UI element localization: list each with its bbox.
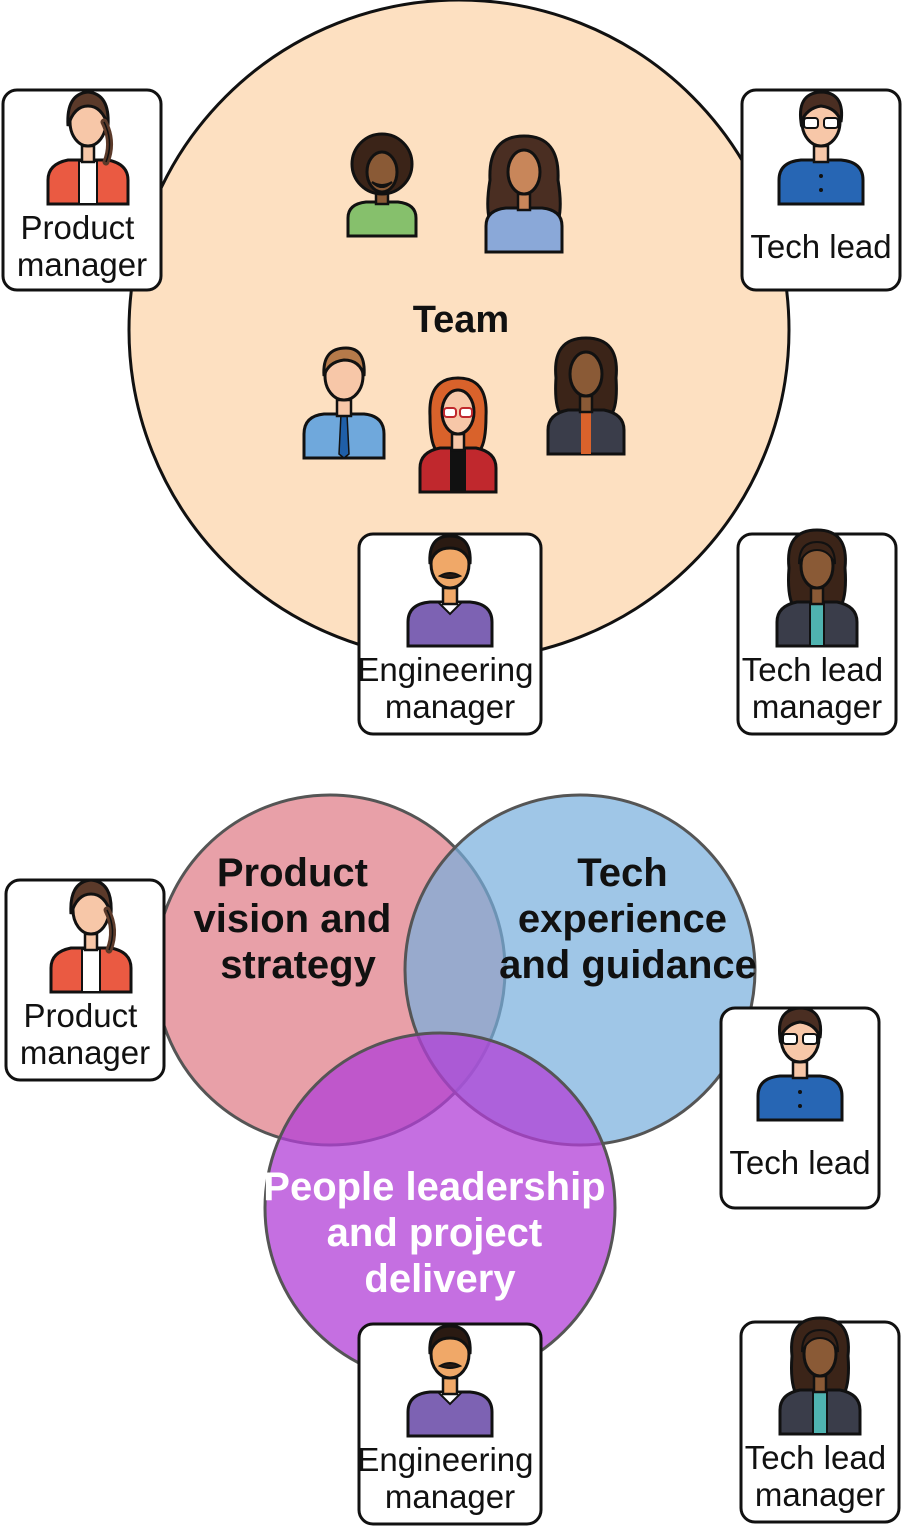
venn-label-product-line: strategy <box>220 943 376 987</box>
venn-label-people-line: People leadership <box>263 1165 605 1209</box>
svg-text:Product manager: Product manager <box>20 997 150 1071</box>
team-member-dark-hair-icon <box>546 336 626 456</box>
card-label-line: manager <box>385 688 515 725</box>
venn-diagram: Product vision and strategy Tech experie… <box>153 793 757 1385</box>
card-tech-lead-manager-bottom: Tech lead manager <box>739 1316 901 1524</box>
card-engineering-manager-top: Engineering manager <box>357 532 543 736</box>
card-tech-lead-bottom: Tech lead <box>719 1006 881 1210</box>
card-label-line: Product <box>24 997 138 1034</box>
venn-label-product-line: Product <box>217 851 368 895</box>
card-label-line: Engineering <box>357 651 533 688</box>
team-member-red-hair-icon <box>418 376 498 494</box>
svg-text:Tech lead manager: Tech lead manager <box>742 651 892 725</box>
card-label-line: manager <box>385 1478 515 1515</box>
woman-curly-hair-avatar-icon <box>778 1316 862 1436</box>
svg-text:Tech experience an: Tech experience and guidance <box>499 851 757 987</box>
card-label-line: Product <box>21 209 135 246</box>
card-label-line: Tech lead <box>742 651 883 688</box>
card-label-line: manager <box>752 688 882 725</box>
team-member-long-hair-icon <box>484 134 564 254</box>
svg-text:People leadership and pr: People leadership and project delivery <box>263 1165 616 1301</box>
card-tech-lead-manager-top: Tech lead manager <box>736 528 898 736</box>
woman-curly-hair-avatar-icon <box>775 528 859 648</box>
card-engineering-manager-bottom: Engineering manager <box>357 1322 543 1526</box>
svg-text:Tech lead manager: Tech lead manager <box>745 1439 895 1513</box>
card-tech-lead-top: Tech lead <box>740 88 902 292</box>
card-label-line: manager <box>20 1034 150 1071</box>
card-label-line: manager <box>17 246 147 283</box>
venn-label-tech-line: and guidance <box>499 943 757 987</box>
venn-label-people-line: and project <box>327 1211 543 1255</box>
card-label-line: Engineering <box>357 1441 533 1478</box>
svg-text:Product vision and: Product vision and strategy <box>194 851 403 987</box>
venn-label-tech-line: experience <box>518 897 727 941</box>
venn-label-tech-line: Tech <box>577 851 667 895</box>
venn-label-product-line: vision and <box>194 897 392 941</box>
card-label-line: Tech lead <box>745 1439 886 1476</box>
card-label-line: Tech lead <box>729 1144 870 1181</box>
team-label: Team <box>413 299 509 341</box>
svg-text:Product manager: Product manager <box>17 209 147 283</box>
card-label-line: manager <box>755 1476 885 1513</box>
card-label-line: Tech lead <box>750 228 891 265</box>
card-product-manager-top: Product manager <box>1 88 163 292</box>
svg-text:Engineering manager: Engineering manager <box>357 1441 542 1515</box>
card-product-manager-bottom: Product manager <box>4 880 166 1082</box>
venn-label-people-line: delivery <box>364 1257 516 1301</box>
svg-text:Engineering manager: Engineering manager <box>357 651 542 725</box>
